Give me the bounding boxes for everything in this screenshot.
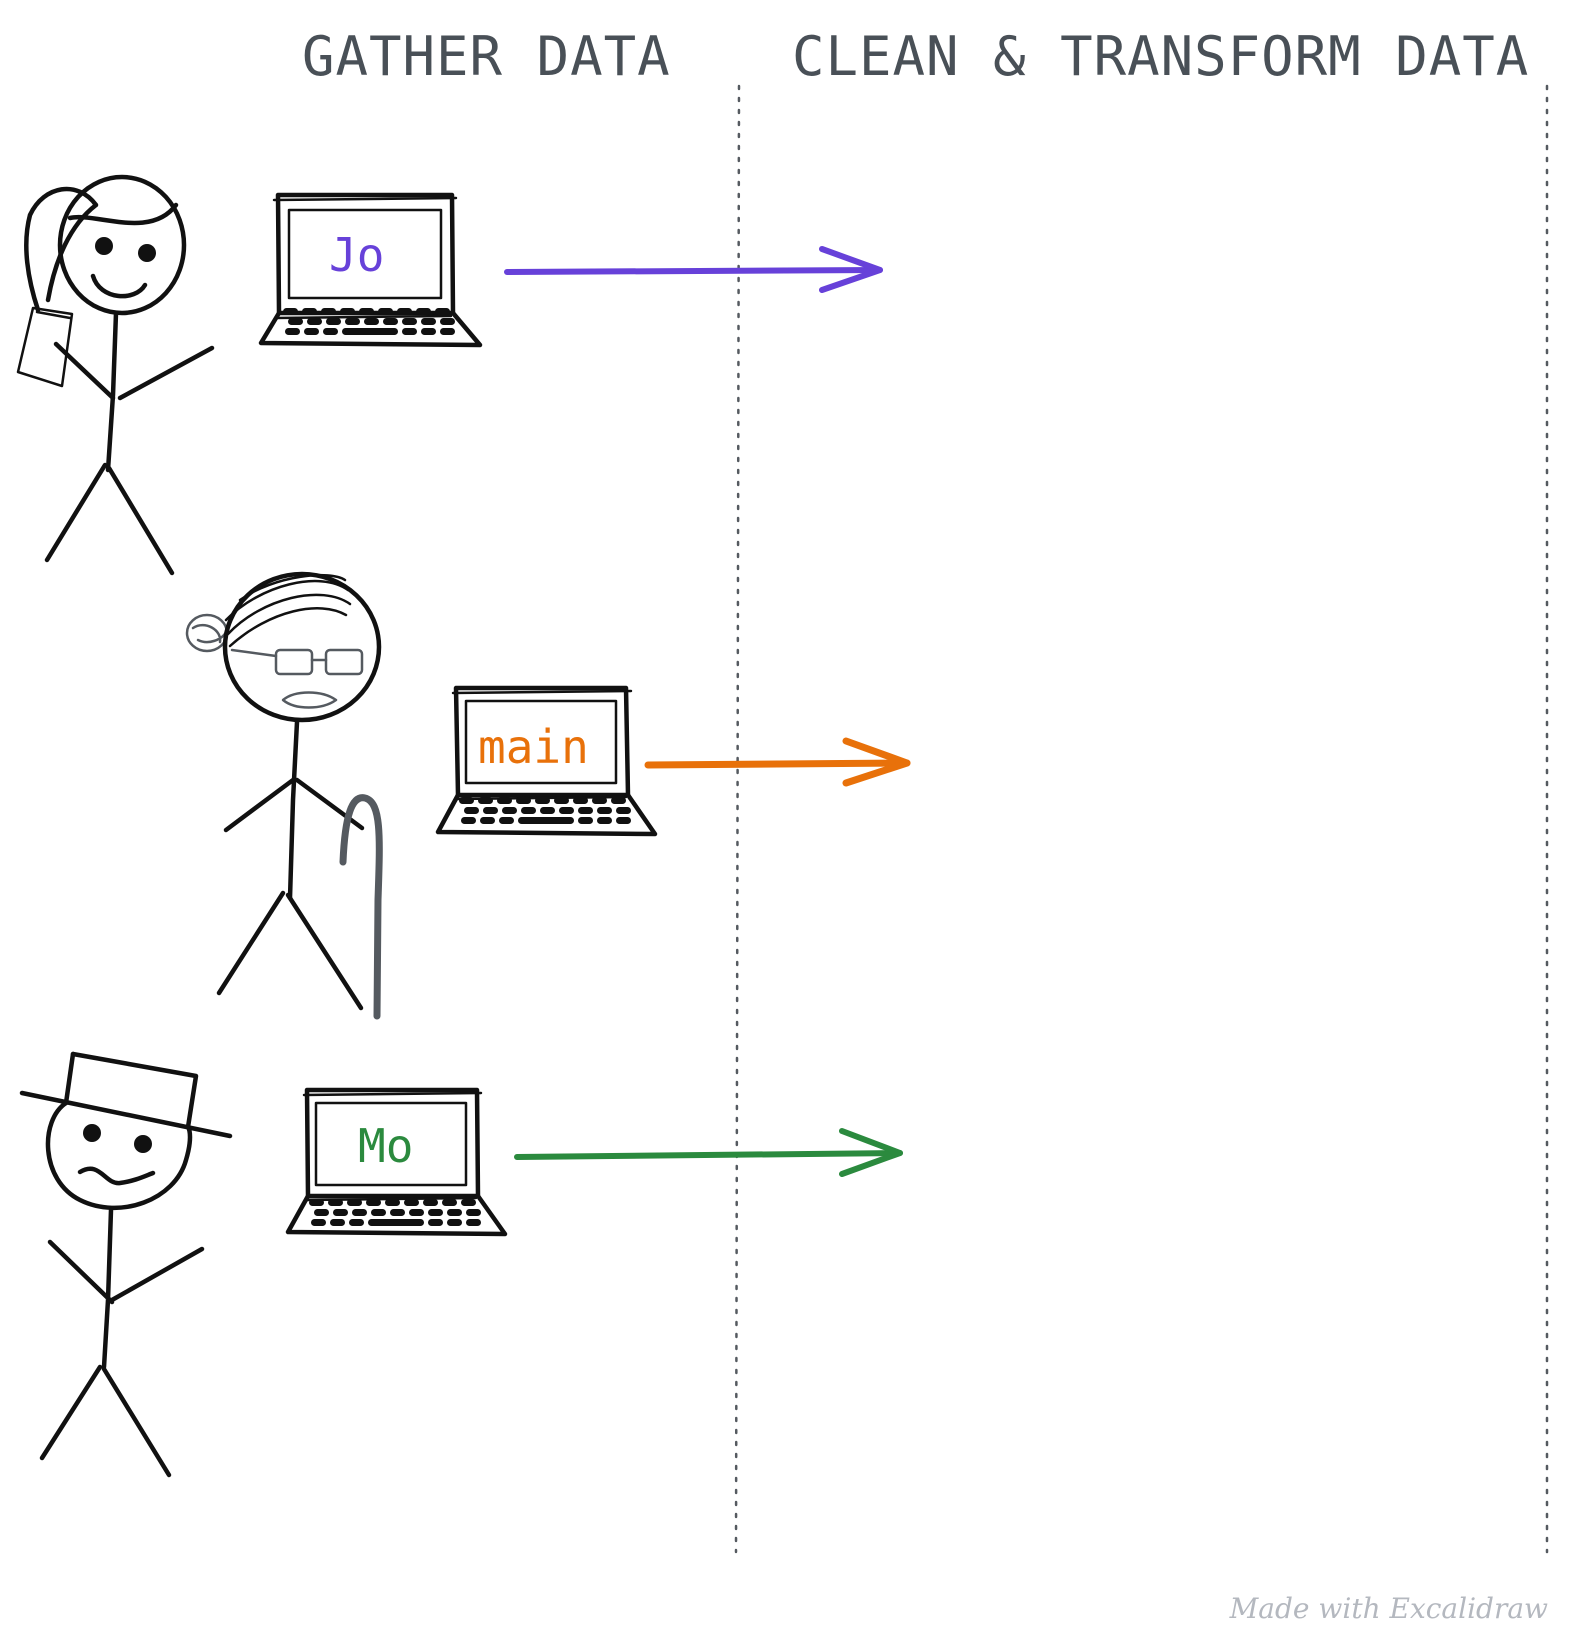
laptop-label-jo: Jo	[329, 228, 384, 282]
arrow-main	[644, 737, 911, 787]
column-divider-left	[734, 84, 741, 1554]
laptop-label-mo: Mo	[358, 1119, 413, 1173]
arrow-mo	[514, 1128, 903, 1177]
arrow-jo	[504, 246, 883, 293]
excalidraw-watermark: Made with Excalidraw	[1229, 1592, 1548, 1625]
heading-gather-data: GATHER DATA	[302, 25, 671, 88]
stick-figure-main	[185, 571, 383, 1020]
stick-figure-jo	[16, 174, 215, 576]
heading-clean-transform-data: CLEAN & TRANSFORM DATA	[792, 25, 1529, 88]
laptop-label-main: main	[478, 720, 589, 774]
laptop-mo: Mo	[285, 1087, 508, 1237]
laptop-jo: Jo	[258, 192, 483, 348]
laptop-main: main	[435, 685, 658, 837]
stick-figure-mo	[19, 1051, 233, 1478]
